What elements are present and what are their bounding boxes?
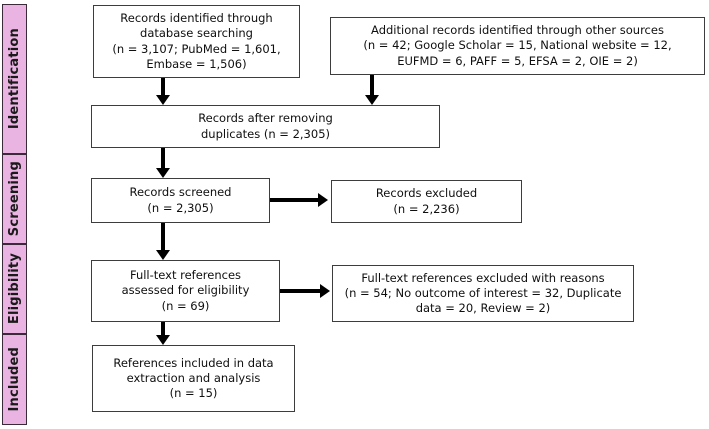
box-fulltext-excluded: Full-text references excluded with reaso… xyxy=(332,265,634,322)
box-after-duplicates-text: Records after removing duplicates (n = 2… xyxy=(97,111,434,141)
box-records-identified-line-2: database searching xyxy=(140,26,253,41)
box-references-included-line-2: extraction and analysis xyxy=(126,370,261,385)
box-fulltext-assessed-line-3: (n = 69) xyxy=(161,298,210,313)
stage-band-identification: Identification xyxy=(2,4,27,154)
box-references-included-text: References included in data extraction a… xyxy=(98,356,289,402)
arrow-duplicates-to-screened-head xyxy=(156,168,170,178)
box-fulltext-assessed: Full-text references assessed for eligib… xyxy=(91,260,280,322)
box-records-identified-line-3: (n = 3,107; PubMed = 1,601, xyxy=(112,41,281,56)
box-fulltext-assessed-text: Full-text references assessed for eligib… xyxy=(97,268,274,314)
arrow-identified-to-duplicates-shaft xyxy=(161,78,165,96)
arrow-fulltext-to-included-shaft xyxy=(161,322,165,335)
arrow-duplicates-to-screened-shaft xyxy=(161,148,165,168)
box-additional-records-line-2: (n = 42; Google Scholar = 15, National w… xyxy=(363,38,672,53)
box-records-screened-text: Records screened (n = 2,305) xyxy=(97,185,264,215)
box-records-excluded-line-2: (n = 2,236) xyxy=(393,201,460,216)
box-after-duplicates-line-2: duplicates (n = 2,305) xyxy=(200,126,330,141)
arrow-fulltext-to-excluded-shaft xyxy=(280,289,320,293)
box-additional-records-text: Additional records identified through ot… xyxy=(336,23,699,69)
stage-label-identification: Identification xyxy=(7,28,22,130)
box-records-identified-line-4: Embase = 1,506) xyxy=(146,56,247,71)
arrow-screened-to-excluded-shaft xyxy=(270,198,318,202)
box-fulltext-excluded-line-1: Full-text references excluded with reaso… xyxy=(361,270,605,285)
arrow-screened-to-fulltext-shaft xyxy=(161,223,165,250)
box-fulltext-assessed-line-1: Full-text references xyxy=(129,268,242,283)
box-records-identified-text: Records identified through database sear… xyxy=(99,11,294,72)
box-additional-records-line-1: Additional records identified through ot… xyxy=(371,23,664,38)
box-additional-records: Additional records identified through ot… xyxy=(330,17,705,75)
box-records-excluded-text: Records excluded (n = 2,236) xyxy=(337,186,516,216)
box-records-screened: Records screened (n = 2,305) xyxy=(91,178,270,223)
box-records-excluded: Records excluded (n = 2,236) xyxy=(331,180,522,223)
arrow-fulltext-to-included-head xyxy=(156,335,170,345)
stage-band-screening: Screening xyxy=(2,154,27,244)
box-references-included-line-1: References included in data xyxy=(113,355,274,370)
box-additional-records-line-3: EUFMD = 6, PAFF = 5, EFSA = 2, OIE = 2) xyxy=(397,53,638,68)
box-records-excluded-line-1: Records excluded xyxy=(375,186,478,201)
box-after-duplicates: Records after removing duplicates (n = 2… xyxy=(91,105,440,148)
arrow-additional-to-duplicates-shaft xyxy=(370,75,374,95)
box-records-identified-line-1: Records identified through xyxy=(120,11,273,26)
box-fulltext-excluded-text: Full-text references excluded with reaso… xyxy=(338,271,628,317)
stage-label-included: Included xyxy=(7,347,22,412)
box-records-screened-line-1: Records screened xyxy=(129,185,232,200)
box-records-screened-line-2: (n = 2,305) xyxy=(147,200,214,215)
stage-label-screening: Screening xyxy=(7,161,22,237)
box-fulltext-assessed-line-2: assessed for eligibility xyxy=(121,283,250,298)
box-references-included: References included in data extraction a… xyxy=(92,345,295,412)
stage-band-eligibility: Eligibility xyxy=(2,244,27,334)
arrow-screened-to-excluded-head xyxy=(318,193,328,207)
box-after-duplicates-line-1: Records after removing xyxy=(198,111,333,126)
box-references-included-line-3: (n = 15) xyxy=(169,386,218,401)
box-fulltext-excluded-line-3: data = 20, Review = 2) xyxy=(415,301,551,316)
box-fulltext-excluded-line-2: (n = 54; No outcome of interest = 32, Du… xyxy=(344,285,622,300)
arrow-screened-to-fulltext-head xyxy=(156,250,170,260)
box-records-identified: Records identified through database sear… xyxy=(93,5,300,78)
arrow-fulltext-to-excluded-head xyxy=(320,284,330,298)
stage-band-included: Included xyxy=(2,334,27,425)
arrow-identified-to-duplicates-head xyxy=(156,95,170,105)
arrow-additional-to-duplicates-head xyxy=(365,95,379,105)
stage-label-eligibility: Eligibility xyxy=(7,253,22,325)
